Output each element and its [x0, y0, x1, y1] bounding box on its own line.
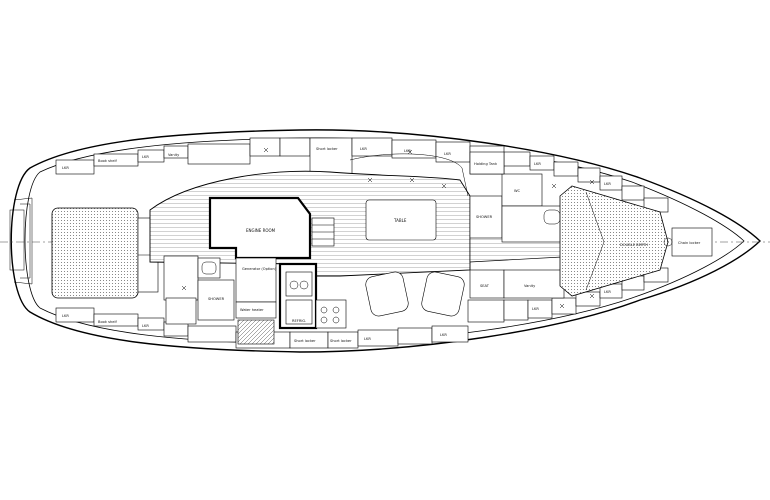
chain-locker-label: Chain locker: [678, 241, 701, 245]
lkr-label-11: LKR: [440, 333, 447, 337]
anchor-fitting: [663, 237, 673, 247]
aft-berth-mattress: [51, 207, 139, 299]
saloon-table: [365, 199, 437, 241]
holding-tank-label: Holding Tank: [474, 162, 498, 166]
v-berth-divider: [585, 191, 605, 291]
upper-short-locker-label: Short locker: [316, 147, 338, 151]
lkr-label-10: LKR: [364, 337, 371, 341]
forward-v-berth: [559, 185, 669, 297]
lkr-label-3: LKR: [360, 147, 367, 151]
galley: REFRIG.: [278, 262, 347, 330]
water-heater-label: Water heater: [240, 308, 264, 312]
generator-label: Generator (Option): [242, 267, 277, 271]
lower-short-locker-label-2: Short locker: [330, 339, 352, 343]
lower-short-locker-label-1: Short locker: [294, 339, 316, 343]
saloon-settee: [349, 153, 469, 197]
vanity-label: Vanity: [524, 284, 536, 288]
forward-seat-vanity: SEAT Vanity: [469, 269, 565, 299]
lkr-label-13: LKR: [604, 290, 611, 294]
engine-room-label: ENGINE ROOM: [246, 228, 276, 233]
forward-shower-label: SHOWER: [476, 215, 493, 219]
ceiling-light-markers: [181, 147, 595, 309]
refrig-label: REFRIG.: [292, 319, 306, 323]
lkr-label-2: LKR: [142, 155, 149, 159]
aft-head: SHOWER: [163, 255, 235, 325]
lower-book-shelf-label: Book shelf: [98, 320, 117, 324]
upper-book-shelf-label: Book shelf: [98, 159, 117, 163]
upper-vanity-label: Vanity: [168, 153, 180, 157]
companionway-steps: [311, 217, 335, 247]
aft-shower-label: SHOWER: [208, 297, 225, 301]
generator-area: Generator (Option) Water heater: [235, 257, 277, 345]
table-label: TABLE: [393, 218, 407, 223]
lkr-label-9: LKR: [142, 324, 149, 328]
lkr-label-1: LKR: [62, 166, 69, 170]
lkr-label-5: LKR: [444, 152, 451, 156]
forward-head: SHOWER WC Holding Tank: [469, 151, 563, 243]
lkr-label-4: LKR: [404, 149, 411, 153]
seat-label: SEAT: [480, 284, 490, 288]
lkr-label-6: LKR: [534, 162, 541, 166]
stern-platform: [9, 209, 25, 271]
saloon-armchairs: [365, 271, 465, 317]
chain-locker: [671, 227, 713, 257]
lkr-label-7: LKR: [604, 182, 611, 186]
lkr-label-8: LKR: [62, 314, 69, 318]
lkr-label-12: LKR: [532, 307, 539, 311]
wc-label: WC: [514, 189, 521, 193]
double-berth-label: DOUBLE BERTH: [620, 243, 648, 247]
stern-steps: [13, 197, 33, 285]
